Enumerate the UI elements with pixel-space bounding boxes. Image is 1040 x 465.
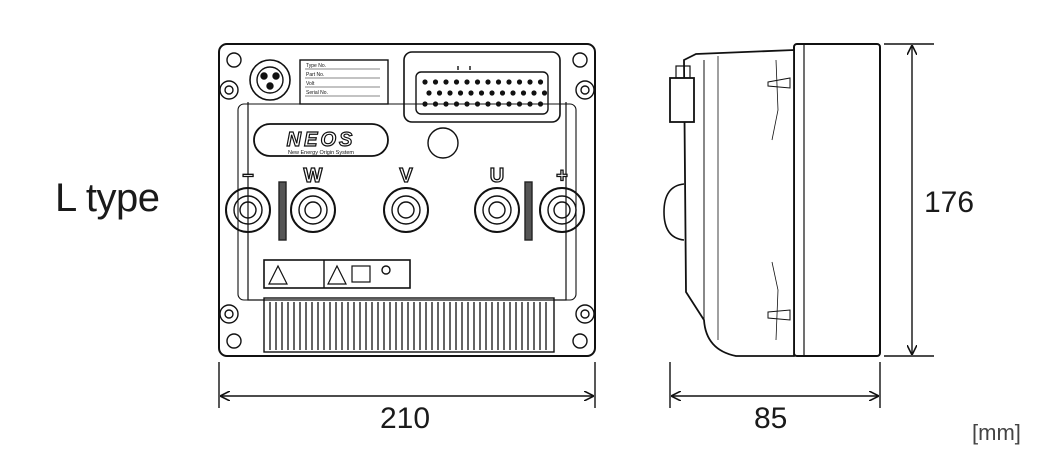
separator-bar [524, 181, 533, 241]
connector-pin [520, 90, 527, 96]
nameplate-line: Part No. [306, 72, 324, 78]
connector-pin [510, 90, 516, 96]
nameplate-line: Serial No. [306, 90, 328, 96]
connector-pin [443, 79, 449, 85]
connector-pin [531, 90, 537, 96]
center-boss [427, 127, 459, 159]
connector-pin [541, 90, 548, 96]
connector-pin [485, 101, 491, 107]
connector-pin [443, 101, 449, 107]
signal-connector [403, 51, 561, 123]
connector-pin [426, 90, 432, 96]
connector-pin [495, 101, 502, 107]
connector-pin [516, 79, 523, 85]
connector-pin [506, 101, 512, 107]
brand-name: NEOS [287, 129, 356, 151]
terminal-labels: − W V U + [242, 164, 569, 187]
connector-pins [422, 79, 548, 107]
connector-pin [474, 79, 481, 85]
terminal-label: − [242, 165, 254, 187]
nameplate [299, 59, 389, 105]
connector-pin [516, 101, 523, 107]
front-view [218, 43, 596, 357]
terminal-label: + [556, 165, 568, 187]
connector-pin [457, 90, 464, 96]
round-connector [249, 59, 291, 101]
connector-pin [474, 101, 481, 107]
connector-pin [499, 90, 506, 96]
connector-pin [489, 90, 495, 96]
connector-pin [506, 79, 512, 85]
terminal-label: W [304, 165, 323, 187]
cooling-fins [263, 297, 555, 353]
connector-pin [432, 79, 439, 85]
dimension-lines [218, 43, 934, 408]
connector-pin [453, 79, 460, 85]
warning-label [263, 259, 411, 289]
unit-label: [mm] [972, 420, 1021, 445]
connector-pin [447, 90, 453, 96]
fin-lines [269, 302, 547, 350]
side-view [663, 43, 881, 357]
connector-pin [527, 79, 533, 85]
connector-pin [464, 79, 470, 85]
connector-pin [485, 79, 491, 85]
connector-pin [537, 101, 544, 107]
mounting-holes [219, 52, 595, 349]
terminal-studs [225, 187, 585, 233]
width-dimension: 210 [380, 402, 431, 435]
depth-dimension: 85 [754, 402, 788, 435]
connector-pin [468, 90, 474, 96]
connector-pin [436, 90, 443, 96]
connector-pin [478, 90, 485, 96]
connector-pin [537, 79, 544, 85]
brand-badge [253, 123, 389, 157]
connector-pin [464, 101, 470, 107]
connector-pin [432, 101, 439, 107]
nameplate-line: Volt [306, 81, 315, 87]
nameplate-line: Type No. [306, 63, 326, 69]
height-dimension: 176 [924, 186, 975, 219]
type-label: L type [55, 176, 160, 220]
terminal-label: V [399, 165, 413, 187]
connector-pin [527, 101, 533, 107]
separator-bar [278, 181, 287, 241]
connector-pin [453, 101, 460, 107]
connector-pin [495, 79, 502, 85]
brand-tagline: New Energy Origin System [288, 150, 354, 156]
terminal-label: U [490, 165, 504, 187]
connector-pin [422, 101, 428, 107]
connector-pin [422, 79, 428, 85]
